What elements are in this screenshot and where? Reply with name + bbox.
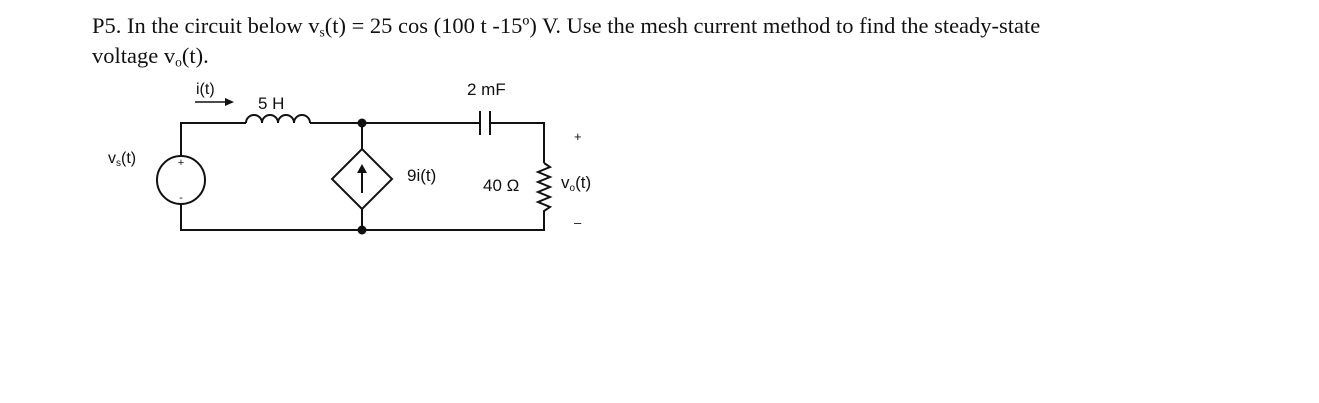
wire-top-right [490, 122, 545, 163]
output-plus-sign: + [574, 129, 582, 144]
capacitor-label: 2 mF [467, 80, 506, 99]
source-minus-sign: - [179, 192, 183, 204]
capacitor [479, 111, 491, 135]
problem-text: P5. In the circuit below v [92, 13, 320, 38]
current-label: i(t) [196, 81, 215, 98]
inductor [245, 114, 311, 124]
problem-text: (t) = 25 cos (100 t -15º) V. Use the mes… [324, 13, 1041, 38]
problem-line-1: P5. In the circuit below vs(t) = 25 cos … [92, 11, 1292, 41]
wire-top-left [180, 122, 246, 156]
source-plus-sign: + [178, 157, 184, 169]
resistor-label: 40 Ω [483, 176, 519, 195]
problem-text: voltage v [92, 43, 176, 68]
node-top [357, 118, 367, 128]
node-bottom [357, 225, 367, 235]
arrow-head-icon [357, 164, 367, 173]
problem-statement: P5. In the circuit below vs(t) = 25 cos … [92, 11, 1292, 71]
problem-line-2: voltage vo(t). [92, 41, 1292, 71]
problem-text: (t). [181, 43, 209, 68]
source-label: vs(t) [108, 150, 136, 169]
voltage-source-circle [156, 155, 206, 205]
voltage-source: + - [156, 155, 206, 205]
output-label: vo(t) [561, 173, 591, 194]
subscript: o [175, 54, 182, 70]
dependent-source-label: 9i(t) [407, 166, 436, 185]
current-arrow-icon [195, 98, 234, 106]
subscript: s [319, 24, 325, 40]
output-minus-sign: – [574, 215, 582, 230]
resistor [535, 162, 553, 215]
dependent-current-source [330, 147, 394, 211]
inductor-label: 5 H [258, 94, 284, 113]
